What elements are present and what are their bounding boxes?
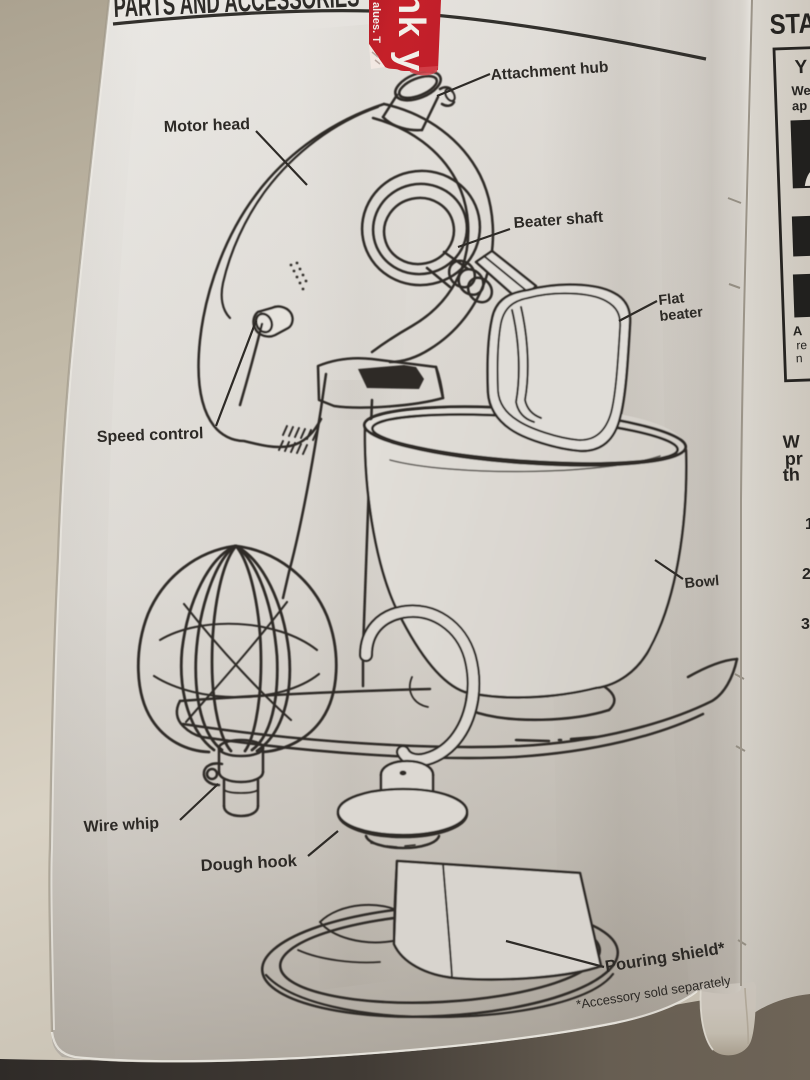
- svg-text:Flat: Flat: [658, 290, 685, 309]
- svg-text:3: 3: [801, 616, 810, 633]
- svg-text:n: n: [796, 351, 803, 365]
- svg-text:re: re: [796, 338, 807, 352]
- svg-text:Speed control: Speed control: [97, 425, 204, 446]
- svg-text:A: A: [793, 323, 804, 338]
- svg-text:nk y: nk y: [390, 0, 432, 73]
- svg-text:Y: Y: [794, 57, 808, 78]
- svg-text:ap: ap: [792, 98, 808, 114]
- svg-text:th: th: [782, 464, 800, 485]
- svg-text:Dough hook: Dough hook: [200, 852, 298, 875]
- svg-text:Wire whip: Wire whip: [83, 815, 159, 836]
- svg-text:pr: pr: [784, 448, 803, 469]
- svg-text:STA: STA: [769, 7, 810, 40]
- svg-text:We: We: [791, 83, 810, 99]
- svg-text:W: W: [782, 431, 800, 452]
- svg-text:alues. T: alues. T: [370, 2, 382, 43]
- svg-text:2: 2: [802, 566, 810, 583]
- svg-text:Bowl: Bowl: [684, 573, 720, 592]
- svg-text:beater: beater: [659, 304, 704, 324]
- svg-text:1: 1: [805, 516, 810, 533]
- svg-text:Beater shaft: Beater shaft: [513, 209, 604, 232]
- svg-text:Motor head: Motor head: [164, 116, 251, 136]
